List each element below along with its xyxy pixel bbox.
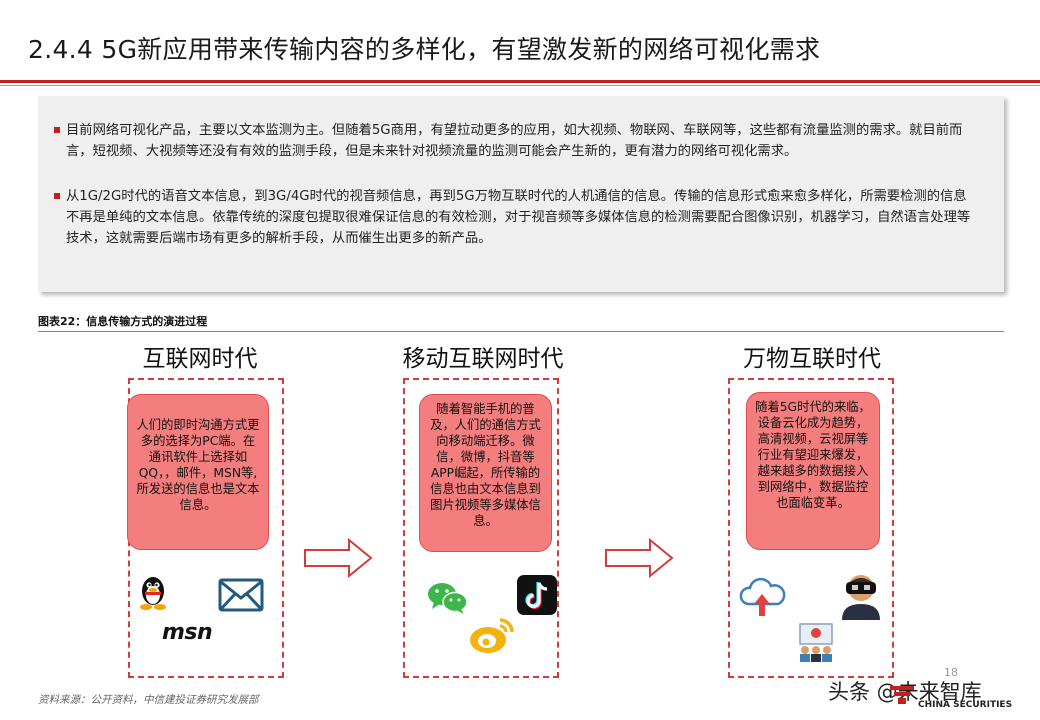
qq-icon (140, 577, 166, 610)
video-conference-icon (799, 623, 833, 662)
era-text-iot: 随着5G时代的来临，设备云化成为趋势，高清视频，云视屏等行业有望迎来爆发，越来越… (746, 392, 880, 550)
summary-bullet: 目前网络可视化产品，主要以文本监测为主。但随着5G商用，有望拉动更多的应用，如大… (54, 120, 979, 162)
mail-icon (218, 578, 264, 612)
arrow-right-icon (304, 538, 373, 578)
tiktok-icon (517, 575, 557, 615)
china-securities-logo-icon (890, 686, 914, 704)
era-text-internet: 人们的即时沟通方式更多的选择为PC端。在通讯软件上选择如QQ，，邮件，MSN等,… (127, 394, 269, 550)
figure-rule (38, 331, 1004, 332)
summary-bullet: 从1G/2G时代的语音文本信息，到3G/4G时代的视音频信息，再到5G万物互联时… (54, 186, 979, 249)
arrow-right-icon (605, 538, 674, 578)
era-title-internet: 互联网时代 (142, 346, 258, 372)
era-title-iot: 万物互联时代 (743, 346, 881, 372)
figure-label: 图表22：信息传输方式的演进过程 (38, 315, 208, 328)
bullet-text: 目前网络可视化产品，主要以文本监测为主。但随着5G商用，有望拉动更多的应用，如大… (66, 123, 963, 159)
bullet-text: 从1G/2G时代的语音文本信息，到3G/4G时代的视音频信息，再到5G万物互联时… (66, 189, 971, 246)
era-box-iot (728, 378, 894, 678)
wechat-icon (428, 583, 468, 614)
msn-logo: msn (162, 620, 213, 645)
bullet-square-icon (54, 127, 60, 133)
title-rule (0, 80, 1040, 83)
title-rule-thin (0, 85, 1040, 86)
era-text-mobile-internet: 随着智能手机的普及，人们的通信方式向移动端迁移。微信，微博，抖音等APP崛起，所… (419, 394, 552, 552)
vr-headset-icon (842, 575, 880, 620)
source-note: 资料来源：公开资料，中信建投证券研究发展部 (38, 694, 259, 706)
era-box-mobile-internet (403, 378, 559, 678)
page-number: 18 (944, 666, 958, 679)
page-title: 2.4.4 5G新应用带来传输内容的多样化，有望激发新的网络可视化需求 (28, 35, 821, 64)
china-securities-logo-text: CHINA SECURITIES (918, 700, 1013, 710)
summary-panel: 目前网络可视化产品，主要以文本监测为主。但随着5G商用，有望拉动更多的应用，如大… (38, 96, 1004, 292)
era-title-mobile-internet: 移动互联网时代 (402, 346, 564, 372)
bullet-square-icon (54, 193, 60, 199)
weibo-icon (470, 618, 514, 653)
cloud-upload-icon (739, 577, 786, 616)
